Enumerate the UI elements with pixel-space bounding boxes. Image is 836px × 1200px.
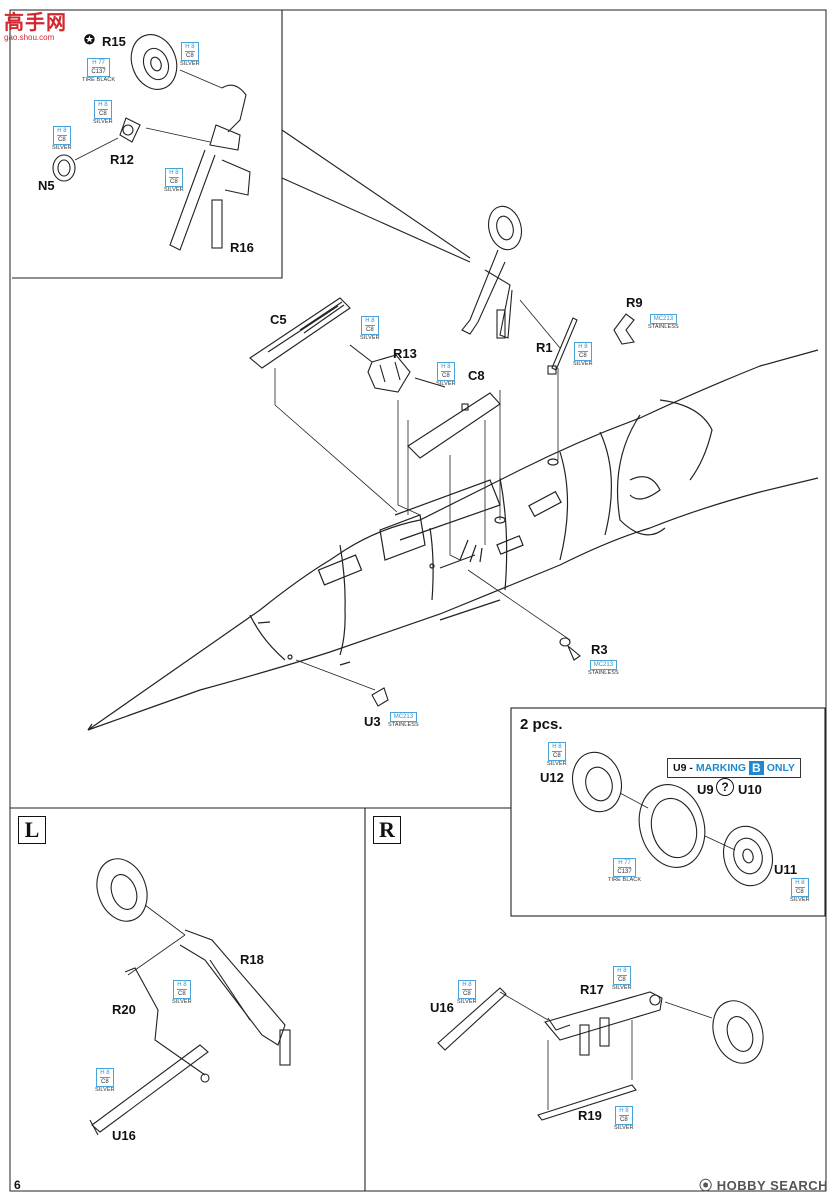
- label-U12: U12: [540, 770, 564, 785]
- label-R18: R18: [240, 952, 264, 967]
- marking-prefix: U9 -: [673, 762, 693, 774]
- label-R20: R20: [112, 1002, 136, 1017]
- label-N5: N5: [38, 178, 55, 193]
- marking-word: MARKING: [695, 762, 747, 774]
- either-or-icon: ?: [716, 778, 734, 796]
- label-U10: U10: [738, 782, 762, 797]
- inset-nose-gear: [52, 34, 251, 251]
- marking-note: U9 - MARKING B ONLY: [667, 758, 801, 778]
- side-label-left: L: [18, 816, 46, 844]
- label-R9: R9: [626, 295, 643, 310]
- part-C8-panel: [407, 392, 501, 459]
- label-R15-marker: ✪: [84, 32, 95, 47]
- nose-gear-assembled: [461, 205, 523, 339]
- watermark-logo-icon: ⦿: [699, 1178, 713, 1193]
- watermark-text: HOBBY SEARCH: [716, 1178, 828, 1193]
- page-frame: [9, 9, 827, 1192]
- marking-letter: B: [749, 761, 764, 775]
- part-C5-panel: [249, 297, 351, 369]
- part-U3: [371, 687, 389, 707]
- fuselage-nose: [87, 349, 819, 731]
- inset-frame-wheels: [510, 707, 826, 917]
- page-number: 6: [14, 1178, 21, 1192]
- inset-frame-top-left: [12, 10, 283, 279]
- label-R12: R12: [110, 152, 134, 167]
- label-U16-left: U16: [112, 1128, 136, 1143]
- part-R1: [547, 317, 578, 375]
- inset-wheels-art: [572, 751, 773, 887]
- label-R16: R16: [230, 240, 254, 255]
- label-C5: C5: [270, 312, 287, 327]
- site-logo: 高手网 gao.shou.com: [4, 6, 67, 42]
- logo-url: gao.shou.com: [4, 33, 55, 42]
- label-R1: R1: [536, 340, 553, 355]
- marking-suffix: ONLY: [766, 762, 795, 774]
- logo-text: 高手网: [4, 12, 67, 34]
- label-R3: R3: [591, 642, 608, 657]
- part-R3: [559, 637, 581, 661]
- inset-wheels-title: 2 pcs.: [520, 716, 563, 733]
- right-main-gear-art: [437, 987, 764, 1121]
- part-R9: [613, 313, 635, 345]
- label-R17: R17: [580, 982, 604, 997]
- label-U9: U9: [697, 782, 714, 797]
- side-label-right: R: [373, 816, 401, 844]
- part-R13: [349, 344, 446, 393]
- left-main-gear-art: [89, 858, 291, 1136]
- label-R15: R15: [102, 34, 126, 49]
- watermark: ⦿ HOBBY SEARCH: [699, 1175, 828, 1194]
- label-C8: C8: [468, 368, 485, 383]
- label-U3: U3: [364, 714, 381, 729]
- label-U16-right: U16: [430, 1000, 454, 1015]
- label-R13: R13: [393, 346, 417, 361]
- label-U11: U11: [774, 862, 798, 877]
- label-R19: R19: [578, 1108, 602, 1123]
